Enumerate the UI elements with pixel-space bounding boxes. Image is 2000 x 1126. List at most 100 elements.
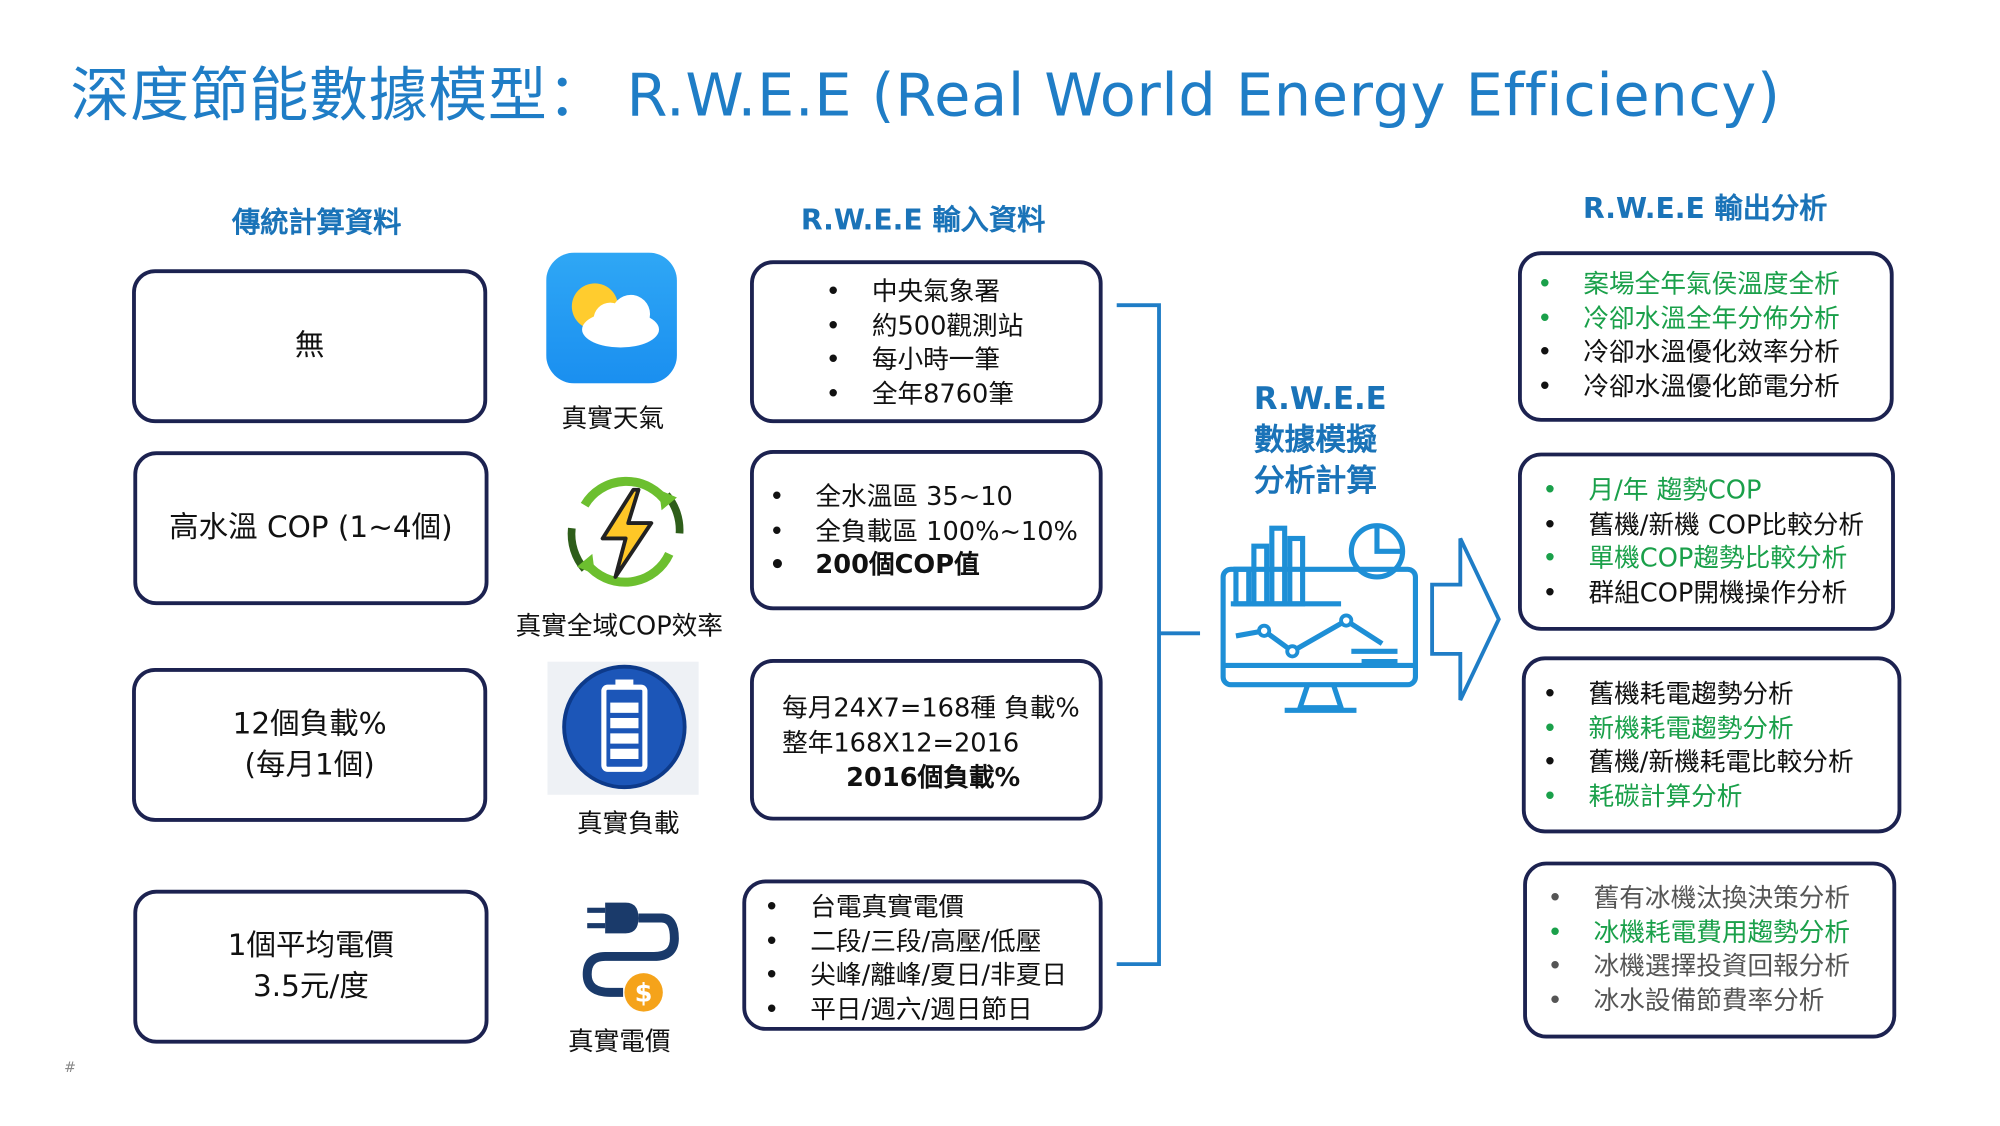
list-item: • 舊有冰機汰換決策分析 xyxy=(1547,881,1851,915)
header-input: R.W.E.E 輸入資料 xyxy=(800,205,1046,238)
bullet-icon: • xyxy=(1542,712,1558,743)
bullet-icon: • xyxy=(764,992,780,1024)
item-text: 耗碳計算分析 xyxy=(1588,780,1743,811)
bullet-list: • 中央氣象署 • 約500觀測站 •每小時一筆 • 全年8760筆 xyxy=(826,274,1024,410)
output-temperature-box: • 案場全年氣侯溫度全析 • 冷卻水溫全年分佈分析 •冷卻水溫優化效率分析 •冷卻水… xyxy=(1518,251,1894,422)
output-cop-box: • 月/年 趨勢COP • 舊機/新機 COP比較分析 • 單機COP趨勢比較分析 •… xyxy=(1518,452,1895,631)
bullet-icon: • xyxy=(1542,474,1558,506)
bullet-icon: • xyxy=(1542,508,1558,540)
item-text: 冰機耗電費用趨勢分析 xyxy=(1593,916,1851,947)
list-item: • 冰機選擇投資回報分析 xyxy=(1547,949,1851,983)
list-item: • 冰水設備節費率分析 xyxy=(1547,983,1850,1017)
bullet-icon: • xyxy=(769,514,785,546)
item-text: 全水溫區 35~10 xyxy=(815,480,1013,512)
item-text: 單機COP趨勢比較分析 xyxy=(1588,542,1848,574)
model-line: 數據模擬 xyxy=(1253,421,1377,458)
item-text: 全負載區 100%~10% xyxy=(815,514,1078,546)
energy-cycle-icon xyxy=(567,476,684,587)
traditional-weather-box: 無 xyxy=(132,269,488,424)
item-text: 舊機/新機 COP比較分析 xyxy=(1588,508,1865,540)
bullet-icon: • xyxy=(1547,984,1563,1015)
box-text: 2016個負載% xyxy=(846,761,1021,793)
bullet-icon: • xyxy=(1542,678,1558,710)
list-item: • 尖峰/離峰/夏日/非夏日 xyxy=(764,958,1067,992)
item-text: 每小時一筆 xyxy=(871,343,1001,375)
page-number: # xyxy=(64,1059,76,1076)
list-item: • 月/年 趨勢COP xyxy=(1542,473,1864,507)
input-cop-box: • 全水溫區 35~10 • 全負載區 100%~10% •200個COP值 xyxy=(750,450,1103,611)
bullet-icon: • xyxy=(825,275,841,307)
item-text: 案場全年氣侯溫度全析 xyxy=(1583,267,1840,299)
list-item: • 舊機/新機 COP比較分析 xyxy=(1542,507,1865,541)
model-title: R.W.E.E 數據模擬 分析計算 xyxy=(1254,378,1387,501)
box-text: (每月1個) xyxy=(244,748,375,783)
svg-text:$: $ xyxy=(635,978,653,1008)
list-item: • 案場全年氣侯溫度全析 xyxy=(1537,267,1840,301)
bullet-list: • 月/年 趨勢COP • 舊機/新機 COP比較分析 • 單機COP趨勢比較分析 •… xyxy=(1542,473,1865,609)
bullet-list: • 案場全年氣侯溫度全析 • 冷卻水溫全年分佈分析 •冷卻水溫優化效率分析 •冷卻水… xyxy=(1537,267,1840,403)
item-text: 月/年 趨勢COP xyxy=(1588,474,1762,506)
bullet-icon: • xyxy=(764,959,780,990)
bullet-icon: • xyxy=(825,377,841,409)
plug-price-icon: $ xyxy=(582,902,679,1012)
list-item: •200個COP值 xyxy=(769,547,1078,581)
bullet-icon: • xyxy=(1547,950,1563,981)
box-text: 高水溫 COP (1~4個) xyxy=(169,511,453,545)
item-text: 平日/週六/週日節日 xyxy=(810,992,1033,1024)
traditional-load-box: 12個負載% (每月1個) xyxy=(132,667,488,822)
list-item: • 全負載區 100%~10% xyxy=(769,513,1078,547)
bullet-icon: • xyxy=(1547,916,1563,947)
list-item: • 單機COP趨勢比較分析 xyxy=(1542,541,1864,575)
input-load-box: 每月24X7=168種 負載% 整年168X12=2016 2016個負載% xyxy=(750,658,1103,821)
item-text: 冰機選擇投資回報分析 xyxy=(1593,950,1851,981)
header-traditional: 傳統計算資料 xyxy=(232,207,402,240)
arrow-right-icon xyxy=(1430,537,1501,701)
model-line: 分析計算 xyxy=(1253,462,1377,499)
item-text: 台電真實電價 xyxy=(810,891,965,922)
traditional-price-box: 1個平均電價 3.5元/度 xyxy=(133,889,489,1044)
item-text: 二段/三段/高壓/低壓 xyxy=(810,925,1042,956)
item-text: 全年8760筆 xyxy=(871,377,1015,409)
output-cost-box: • 舊有冰機汰換決策分析 • 冰機耗電費用趨勢分析 • 冰機選擇投資回報分析 • 冰水設… xyxy=(1523,861,1897,1039)
list-item: •舊機/新機耗電比較分析 xyxy=(1542,745,1854,779)
input-weather-box: • 中央氣象署 • 約500觀測站 •每小時一筆 • 全年8760筆 xyxy=(750,260,1103,424)
bullet-icon: • xyxy=(1537,267,1553,299)
battery-icon xyxy=(547,661,699,795)
item-text: 新機耗電趨勢分析 xyxy=(1588,712,1794,743)
box-text: 3.5元/度 xyxy=(252,970,369,1004)
list-item: •台電真實電價 xyxy=(764,890,1067,924)
bullet-list: •舊機耗電趨勢分析 •新機耗電趨勢分析 •舊機/新機耗電比較分析 •耗碳計算分析 xyxy=(1542,677,1854,813)
input-price-box: •台電真實電價 • 二段/三段/高壓/低壓 • 尖峰/離峰/夏日/非夏日 • 平日/週… xyxy=(742,879,1103,1031)
item-text: 舊機/新機耗電比較分析 xyxy=(1588,746,1854,777)
item-text: 冷卻水溫全年分佈分析 xyxy=(1583,301,1840,333)
list-item: • 全水溫區 35~10 xyxy=(769,480,1078,514)
bullet-icon: • xyxy=(1542,542,1558,574)
icon-label-price: 真實電價 xyxy=(567,1025,671,1057)
item-text: 尖峰/離峰/夏日/非夏日 xyxy=(810,959,1067,990)
model-line: R.W.E.E xyxy=(1253,380,1387,417)
bracket-connector xyxy=(1116,303,1201,967)
list-item: • 全年8760筆 xyxy=(826,376,1024,410)
box-text: 每月24X7=168種 負載% xyxy=(782,692,1080,724)
list-item: •每小時一筆 xyxy=(826,342,1024,376)
output-power-box: •舊機耗電趨勢分析 •新機耗電趨勢分析 •舊機/新機耗電比較分析 •耗碳計算分析 xyxy=(1521,656,1902,834)
list-item: •冷卻水溫優化效率分析 xyxy=(1537,335,1840,369)
item-text: 冷卻水溫優化節電分析 xyxy=(1583,369,1840,401)
box-text: 1個平均電價 xyxy=(227,929,395,963)
bullet-list: •台電真實電價 • 二段/三段/高壓/低壓 • 尖峰/離峰/夏日/非夏日 • 平日/週… xyxy=(764,890,1067,1026)
bullet-icon: • xyxy=(825,309,841,341)
list-item: •冷卻水溫優化節電分析 xyxy=(1537,369,1840,403)
bullet-icon: • xyxy=(1547,882,1563,913)
icon-label-load: 真實負載 xyxy=(576,807,680,839)
item-text: 舊有冰機汰換決策分析 xyxy=(1593,882,1851,913)
list-item: • 中央氣象署 xyxy=(826,274,1024,308)
item-text: 約500觀測站 xyxy=(871,309,1024,341)
item-text: 中央氣象署 xyxy=(871,275,1001,307)
bullet-icon: • xyxy=(764,925,780,956)
bullet-icon: • xyxy=(1542,780,1558,811)
bullet-list: • 舊有冰機汰換決策分析 • 冰機耗電費用趨勢分析 • 冰機選擇投資回報分析 • 冰水設… xyxy=(1547,881,1851,1017)
item-text: 冰水設備節費率分析 xyxy=(1593,984,1825,1015)
bullet-icon: • xyxy=(769,480,785,512)
bullet-list: • 全水溫區 35~10 • 全負載區 100%~10% •200個COP值 xyxy=(769,480,1078,582)
